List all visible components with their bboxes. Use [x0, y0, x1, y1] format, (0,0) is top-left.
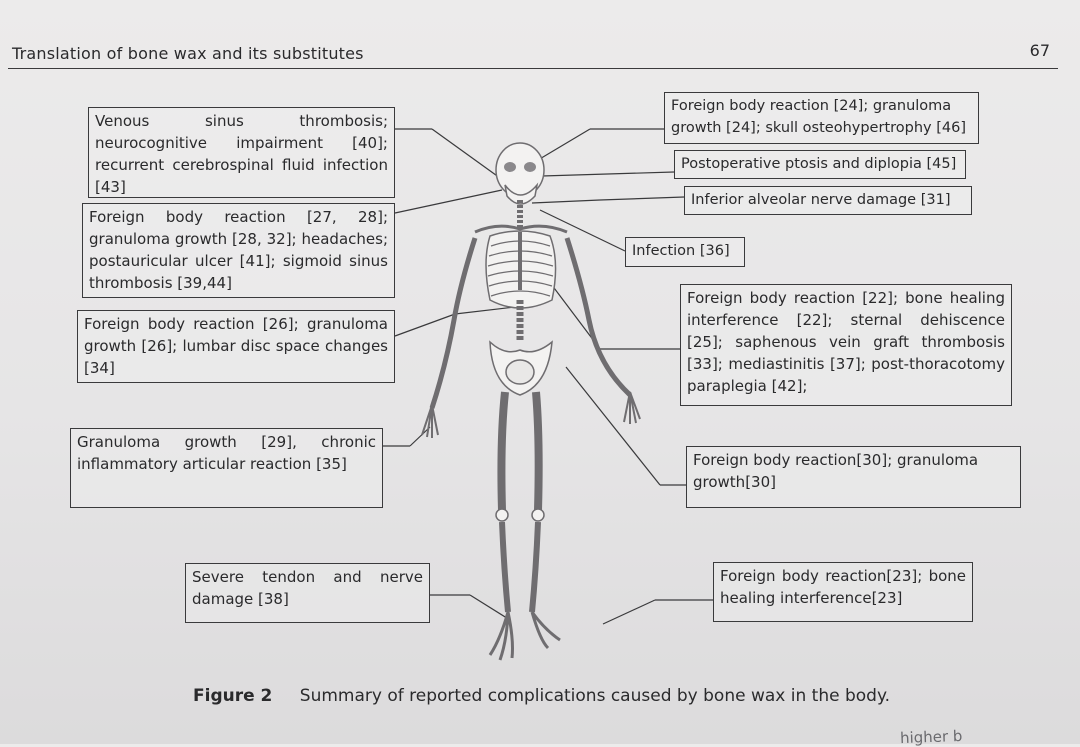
- skeleton: [421, 142, 641, 661]
- header-rule: [8, 68, 1058, 69]
- leader-line: [431, 128, 501, 179]
- arm-left: [429, 237, 478, 409]
- leader-line: [565, 366, 661, 486]
- figure-label: Figure 2: [193, 686, 273, 706]
- complication-box-skull-right: Foreign body reaction [24]; granuloma gr…: [664, 92, 979, 144]
- clavicles: [474, 224, 568, 234]
- figure-caption-text: Summary of reported complications caused…: [299, 686, 890, 706]
- complication-box-sternum-right: Foreign body reaction [22]; bone healing…: [680, 284, 1012, 406]
- complication-box-joint-left: Granuloma growth [29], chronic inflammat…: [70, 428, 383, 508]
- tibia-left: [499, 521, 511, 613]
- running-title: Translation of bone wax and its substitu…: [12, 44, 364, 63]
- complication-box-infection-right: Infection [36]: [625, 237, 745, 267]
- leader-line: [394, 189, 503, 214]
- leader-lines: [383, 128, 713, 625]
- complication-box-eye-right: Postoperative ptosis and diplopia [45]: [674, 150, 966, 179]
- knee-right: [531, 508, 545, 522]
- leader-line: [541, 171, 675, 177]
- knee-left: [495, 508, 509, 522]
- complication-box-foot-right: Foreign body reaction[23]; bone healing …: [713, 562, 973, 622]
- figure-caption: Figure 2 Summary of reported complicatio…: [193, 686, 890, 706]
- complication-box-tendon-left: Severe tendon and nerve damage [38]: [185, 563, 430, 623]
- leader-line: [537, 128, 591, 161]
- hand-left: [421, 404, 439, 438]
- complication-box-ear-left: Foreign body reaction [27, 28]; granulom…: [82, 203, 395, 298]
- complication-box-knee-right: Foreign body reaction[30]; granuloma gro…: [686, 446, 1021, 508]
- tibia-right: [529, 521, 541, 613]
- leader-line: [531, 199, 601, 204]
- foot-right: [530, 611, 561, 650]
- complication-box-jaw-right: Inferior alveolar nerve damage [31]: [684, 186, 972, 215]
- complication-box-skull-left: Venous sinus thrombosis; neurocognitive …: [88, 107, 395, 198]
- leader-line: [602, 599, 656, 625]
- pelvic-inlet: [505, 359, 535, 385]
- leader-line: [409, 426, 431, 447]
- femur-right: [532, 391, 543, 511]
- jaw: [504, 182, 539, 205]
- foot-left: [488, 611, 514, 661]
- hand-right: [623, 391, 641, 424]
- orbit-right: [524, 162, 536, 172]
- page-number: 67: [1029, 41, 1050, 60]
- orbit-left: [504, 162, 516, 172]
- leader-line: [394, 313, 456, 337]
- leader-line: [599, 196, 685, 201]
- leader-line: [454, 306, 516, 315]
- leader-line: [469, 594, 511, 621]
- leader-line: [539, 209, 626, 252]
- complication-box-spine-left: Foreign body reaction [26]; granuloma gr…: [77, 310, 395, 383]
- arm-right: [564, 237, 632, 397]
- femur-left: [497, 391, 509, 511]
